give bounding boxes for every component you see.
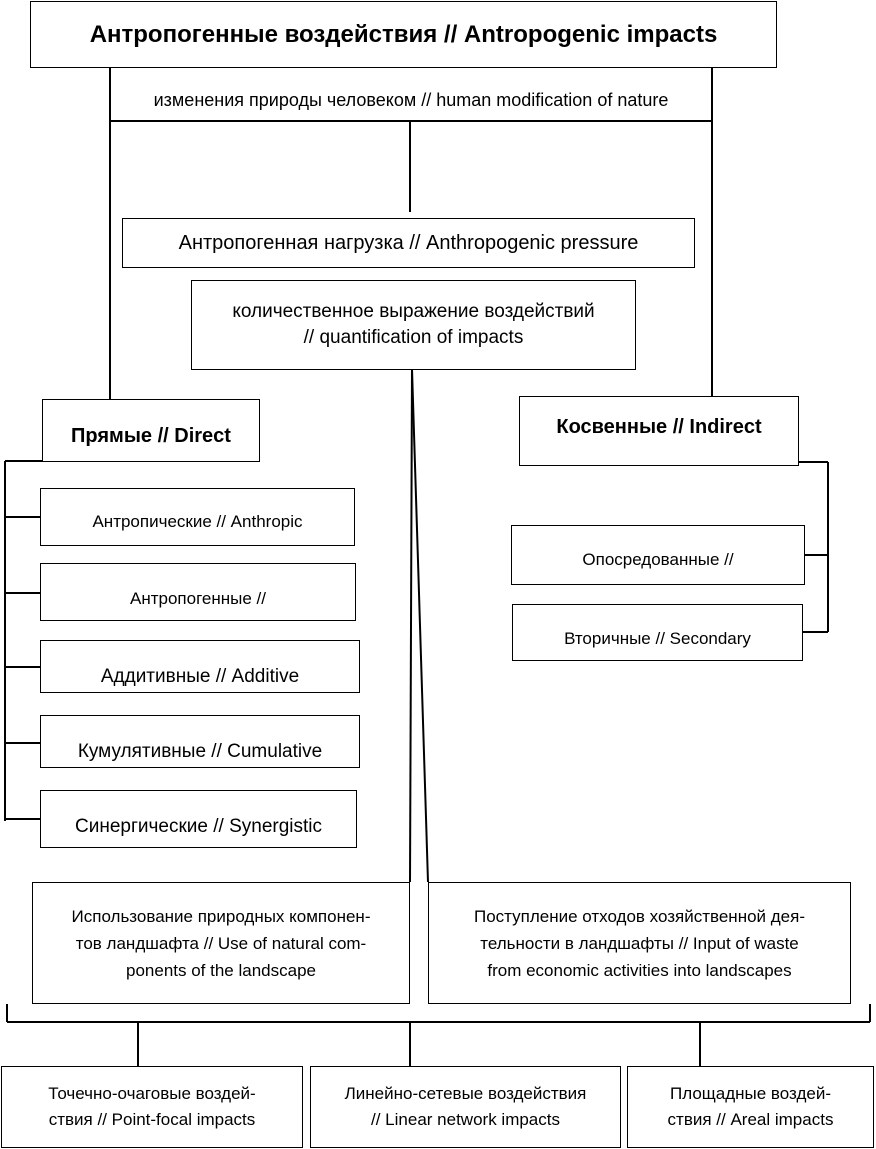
indirect-label: Косвенные // Indirect: [556, 415, 762, 438]
use-box-line1: Использование природных компонен-: [71, 906, 371, 926]
indirect-box: Косвенные // Indirect: [519, 396, 799, 466]
areal-line2: ствия // Areal impacts: [667, 1110, 834, 1129]
linear-network-line1: Линейно-сетевые воздействия: [344, 1084, 587, 1103]
indirect-item-secondary: Вторичные // Secondary: [512, 604, 803, 661]
direct-item-label: Антропогенные //: [130, 589, 266, 608]
pressure-text: Антропогенная нагрузка // Anthropogenic …: [178, 232, 639, 254]
point-focal-impacts-box: Точечно-очаговые воздей- ствия // Point-…: [1, 1066, 303, 1148]
use-box-line2: тов ландшафта // Use of natural com-: [75, 933, 367, 953]
subtitle-label: изменения природы человеком // human mod…: [153, 90, 669, 110]
point-focal-line2: ствия // Point-focal impacts: [48, 1110, 256, 1129]
pressure-box: Антропогенная нагрузка // Anthropogenic …: [122, 218, 695, 268]
direct-label: Прямые // Direct: [71, 425, 231, 447]
linear-network-line2: // Linear network impacts: [371, 1110, 560, 1129]
direct-item-label: Синергические // Synergistic: [75, 816, 322, 837]
indirect-item-label: Вторичные // Secondary: [564, 628, 751, 648]
direct-box: Прямые // Direct: [42, 399, 260, 462]
title-box: Антропогенные воздействия // Antropogeni…: [30, 1, 777, 68]
direct-item-cumulative: Кумулятивные // Cumulative: [40, 715, 360, 768]
quantification-line2: // quantification of impacts: [303, 327, 524, 348]
direct-item-label: Аддитивные // Additive: [100, 665, 300, 687]
areal-impacts-box: Площадные воздей- ствия // Areal impacts: [627, 1066, 874, 1148]
waste-box-line3: from economic activities into landscapes: [487, 960, 792, 980]
point-focal-line1: Точечно-очаговые воздей-: [48, 1084, 256, 1103]
waste-input-box: Поступление отходов хозяйственной дея- т…: [428, 882, 851, 1004]
direct-item-label: Антропические // Anthropic: [92, 512, 303, 531]
quantification-box: количественное выражение воздействий // …: [191, 280, 636, 370]
waste-box-line2: тельности в ландшафты // Input of waste: [480, 933, 799, 953]
direct-item-anthropogenic: Антропогенные //: [40, 563, 356, 621]
direct-item-anthropic: Антропические // Anthropic: [40, 488, 355, 546]
waste-box-line1: Поступление отходов хозяйственной дея-: [473, 906, 806, 926]
direct-item-label: Кумулятивные // Cumulative: [77, 740, 323, 762]
direct-item-synergistic: Синергические // Synergistic: [40, 790, 357, 848]
indirect-item-mediated: Опосредованные //: [511, 525, 805, 585]
title-text: Антропогенные воздействия // Antropogeni…: [89, 20, 718, 48]
use-natural-components-box: Использование природных компонен- тов ла…: [32, 882, 410, 1004]
quantification-line1: количественное выражение воздействий: [232, 301, 595, 322]
direct-item-additive: Аддитивные // Additive: [40, 640, 360, 693]
areal-line1: Площадные воздей-: [670, 1084, 831, 1103]
indirect-item-label: Опосредованные //: [582, 550, 734, 569]
linear-network-impacts-box: Линейно-сетевые воздействия // Linear ne…: [310, 1066, 621, 1148]
use-box-line3: ponents of the landscape: [126, 960, 316, 980]
